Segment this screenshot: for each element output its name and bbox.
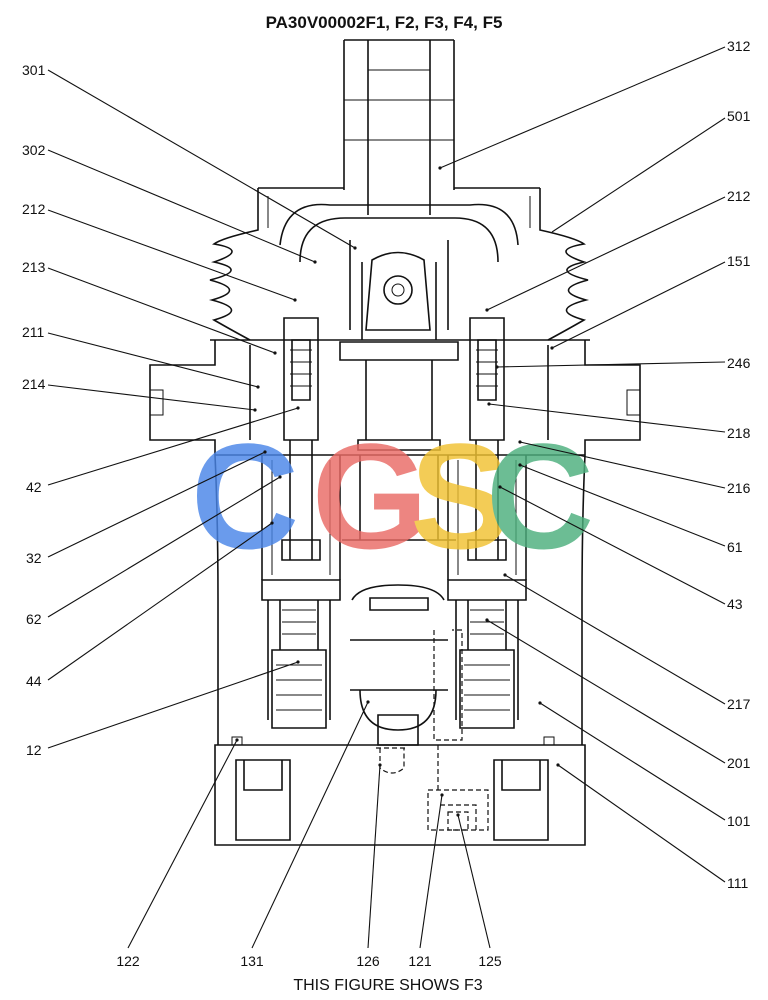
watermark-letter-s: S <box>410 412 510 580</box>
callouts-right: 312 501 212 151 246 218 216 61 43 217 20… <box>727 38 751 891</box>
callout-111: 111 <box>727 875 748 891</box>
callout-301: 301 <box>22 62 46 78</box>
callout-121: 121 <box>408 953 432 969</box>
callouts-left: 301 302 212 213 211 214 42 32 62 44 12 <box>22 62 46 758</box>
callout-312: 312 <box>727 38 751 54</box>
figure-caption: THIS FIGURE SHOWS F3 <box>293 977 482 994</box>
callout-32: 32 <box>26 550 42 566</box>
leader-lines <box>47 46 726 949</box>
callout-212-right: 212 <box>727 188 751 204</box>
callout-62: 62 <box>26 611 42 627</box>
watermark-letter-c1: C <box>191 412 299 580</box>
callout-12: 12 <box>26 742 42 758</box>
leader-dots <box>235 166 560 817</box>
callout-61: 61 <box>727 539 743 555</box>
callout-218: 218 <box>727 425 751 441</box>
callout-501: 501 <box>727 108 751 124</box>
valve-drawing <box>149 39 641 846</box>
diagram-title: PA30V00002F1, F2, F3, F4, F5 <box>266 13 503 32</box>
callout-212-left: 212 <box>22 201 46 217</box>
callout-302: 302 <box>22 142 46 158</box>
watermark-letter-g: G <box>312 412 429 580</box>
callout-216: 216 <box>727 480 751 496</box>
callout-217: 217 <box>727 696 751 712</box>
callout-211: 211 <box>22 324 45 340</box>
callout-131: 131 <box>240 953 264 969</box>
callout-126: 126 <box>356 953 380 969</box>
watermark: C G S C <box>191 412 594 580</box>
callout-42: 42 <box>26 479 42 495</box>
callout-101: 101 <box>727 813 751 829</box>
callout-122: 122 <box>116 953 140 969</box>
callout-246: 246 <box>727 355 751 371</box>
callout-213: 213 <box>22 259 46 275</box>
callout-44: 44 <box>26 673 42 689</box>
callout-151: 151 <box>727 253 751 269</box>
callout-201: 201 <box>727 755 751 771</box>
callout-214: 214 <box>22 376 46 392</box>
watermark-letter-c2: C <box>486 412 594 580</box>
callout-43: 43 <box>727 596 743 612</box>
callouts-bottom: 122 131 126 121 125 <box>116 953 502 969</box>
callout-125: 125 <box>478 953 502 969</box>
